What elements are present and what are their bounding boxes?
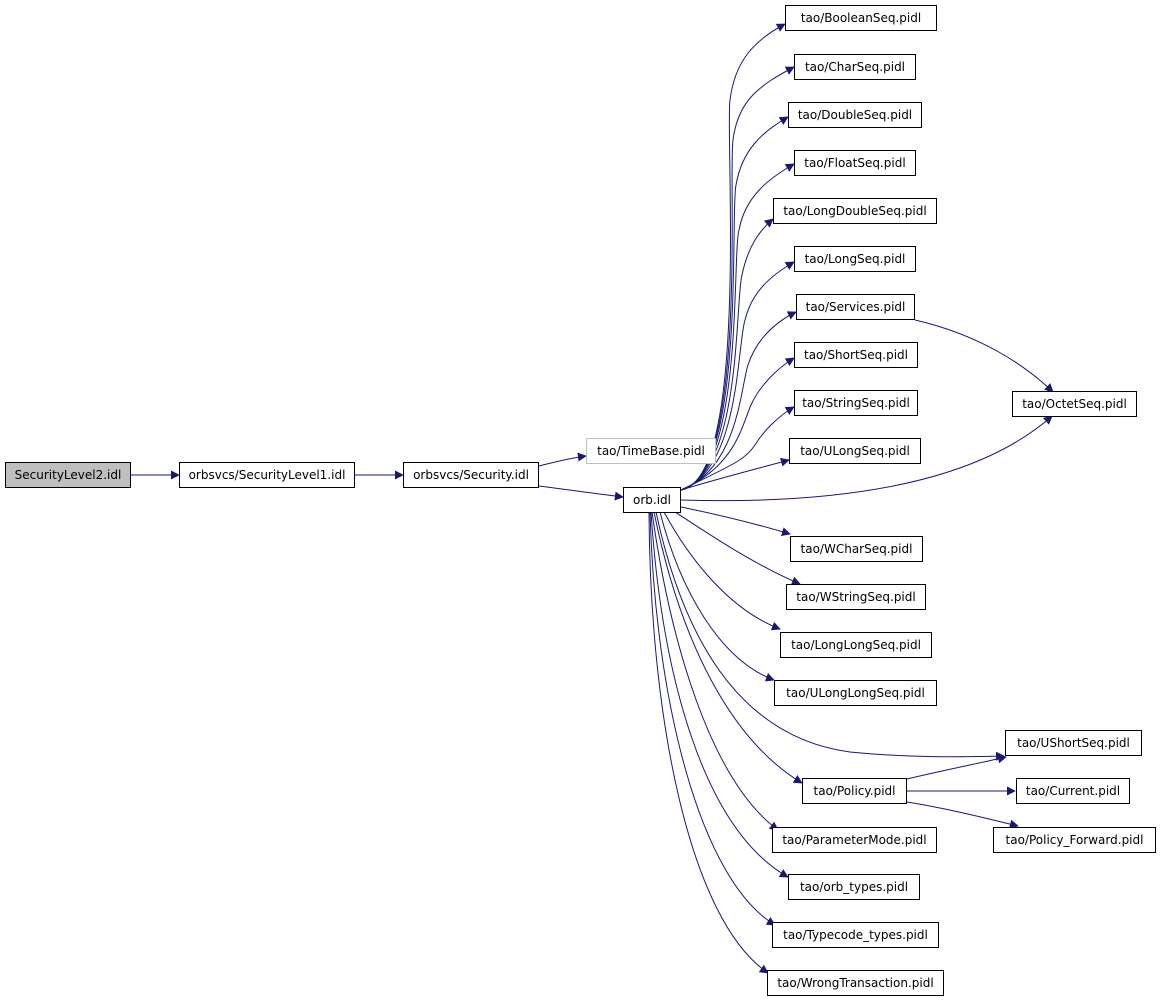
node-typecode-types-pidl[interactable]: tao/Typecode_types.pidl: [772, 922, 939, 948]
node-charseq-pidl[interactable]: tao/CharSeq.pidl: [794, 54, 916, 80]
edge-orb-stringseq: [680, 406, 795, 491]
edge-orb-octetseq: [680, 415, 1053, 502]
node-security-idl[interactable]: orbsvcs/Security.idl: [403, 462, 539, 488]
edge-orb-wcharseq: [680, 506, 791, 536]
node-ulongseq-pidl[interactable]: tao/ULongSeq.pidl: [789, 438, 921, 464]
edge-security-timebase: [538, 452, 587, 467]
node-wstringseq-pidl[interactable]: tao/WStringSeq.pidl: [786, 584, 926, 610]
node-doubleseq-pidl[interactable]: tao/DoubleSeq.pidl: [788, 102, 922, 128]
node-timebase-pidl[interactable]: tao/TimeBase.pidl: [586, 438, 716, 464]
edge-orb-longlongseq: [663, 511, 781, 631]
edge-orb-wrongtransaction: [648, 511, 769, 974]
edge-orb-typecode_types: [649, 511, 776, 926]
node-orb-types-pidl[interactable]: tao/orb_types.pidl: [788, 874, 920, 900]
node-services-pidl[interactable]: tao/Services.pidl: [796, 294, 915, 320]
edge-orb-ulonglongseq: [659, 511, 775, 682]
edge-orb-shortseq: [680, 357, 795, 491]
node-securitylevel1-idl[interactable]: orbsvcs/SecurityLevel1.idl: [179, 462, 355, 488]
edge-services-octetseq: [914, 319, 1054, 393]
edge-orb-charseq: [680, 66, 795, 491]
edge-orb-policy: [653, 511, 803, 784]
node-stringseq-pidl[interactable]: tao/StringSeq.pidl: [794, 390, 918, 416]
edge-policy-ushortseq: [906, 754, 1007, 780]
node-floatseq-pidl[interactable]: tao/FloatSeq.pidl: [794, 150, 916, 176]
node-longlongseq-pidl[interactable]: tao/LongLongSeq.pidl: [780, 632, 932, 658]
edge-orb-orb_types: [650, 511, 789, 878]
edge-orb-wstringseq: [671, 509, 801, 585]
node-parametermode-pidl[interactable]: tao/ParameterMode.pidl: [772, 827, 937, 853]
node-longseq-pidl[interactable]: tao/LongSeq.pidl: [794, 246, 916, 272]
node-ushortseq-pidl[interactable]: tao/UShortSeq.pidl: [1005, 730, 1142, 756]
edge-orb-booleanseq: [680, 23, 786, 491]
edge-orb-ulongseq: [680, 457, 790, 491]
node-policy-pidl[interactable]: tao/Policy.pidl: [802, 778, 907, 804]
node-orb-idl[interactable]: orb.idl: [623, 487, 681, 513]
edge-orb-ushortseq: [655, 511, 1005, 761]
node-policy-forward-pidl[interactable]: tao/Policy_Forward.pidl: [993, 827, 1156, 853]
node-securitylevel2-idl[interactable]: SecurityLevel2.idl: [5, 462, 131, 488]
edge-security-orb: [538, 485, 624, 501]
node-longdoubleseq-pidl[interactable]: tao/LongDoubleSeq.pidl: [773, 198, 937, 224]
node-booleanseq-pidl[interactable]: tao/BooleanSeq.pidl: [785, 5, 937, 31]
edge-orb-parametermode: [651, 511, 779, 831]
node-shortseq-pidl[interactable]: tao/ShortSeq.pidl: [794, 342, 918, 368]
node-wrongtransaction-pidl[interactable]: tao/WrongTransaction.pidl: [767, 970, 944, 996]
edge-policy-policy_forward: [906, 801, 1019, 829]
node-wcharseq-pidl[interactable]: tao/WCharSeq.pidl: [790, 536, 923, 562]
node-ulonglongseq-pidl[interactable]: tao/ULongLongSeq.pidl: [774, 680, 937, 706]
node-octetseq-pidl[interactable]: tao/OctetSeq.pidl: [1012, 391, 1137, 417]
node-current-pidl[interactable]: tao/Current.pidl: [1016, 778, 1130, 804]
